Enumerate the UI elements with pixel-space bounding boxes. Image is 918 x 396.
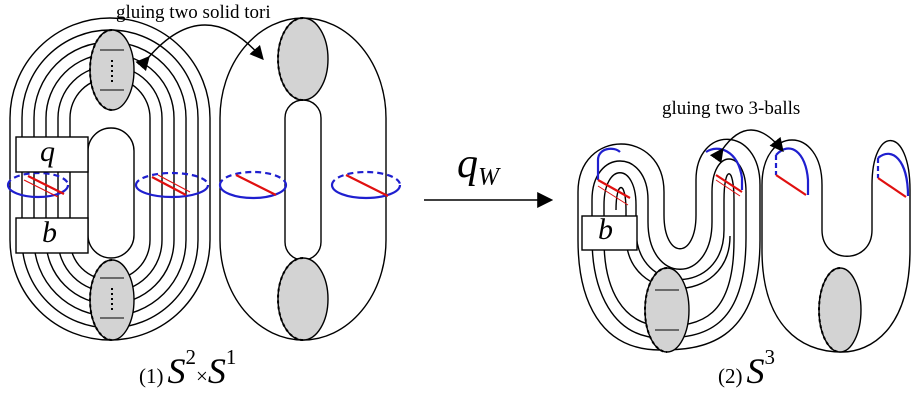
- ball-right: [761, 139, 911, 353]
- blue-rings-right: [218, 170, 402, 200]
- ball-left-blue-red: [596, 147, 744, 206]
- map-label: qW: [457, 141, 499, 191]
- box-b-right-label: b: [598, 213, 613, 246]
- caption-right: (2) S3: [718, 345, 775, 391]
- label-gluing-tori: gluing two solid tori: [116, 2, 271, 23]
- blue-rings-left: [6, 171, 210, 199]
- box-q: [15, 136, 89, 173]
- label-gluing-balls: gluing two 3-balls: [662, 98, 801, 119]
- caption-left: (1) S2×S1: [139, 345, 237, 391]
- box-b-left-label: b: [42, 216, 57, 249]
- box-b-right: [581, 215, 638, 251]
- gluing-tori-arrow: [135, 24, 264, 72]
- box-q-label: q: [40, 135, 55, 168]
- box-b-left: [15, 217, 89, 254]
- torus-right: [219, 17, 387, 341]
- gluing-balls-arrow: [709, 129, 784, 164]
- ball-left-disks: [644, 267, 690, 353]
- meridian-disks-left: [89, 29, 135, 341]
